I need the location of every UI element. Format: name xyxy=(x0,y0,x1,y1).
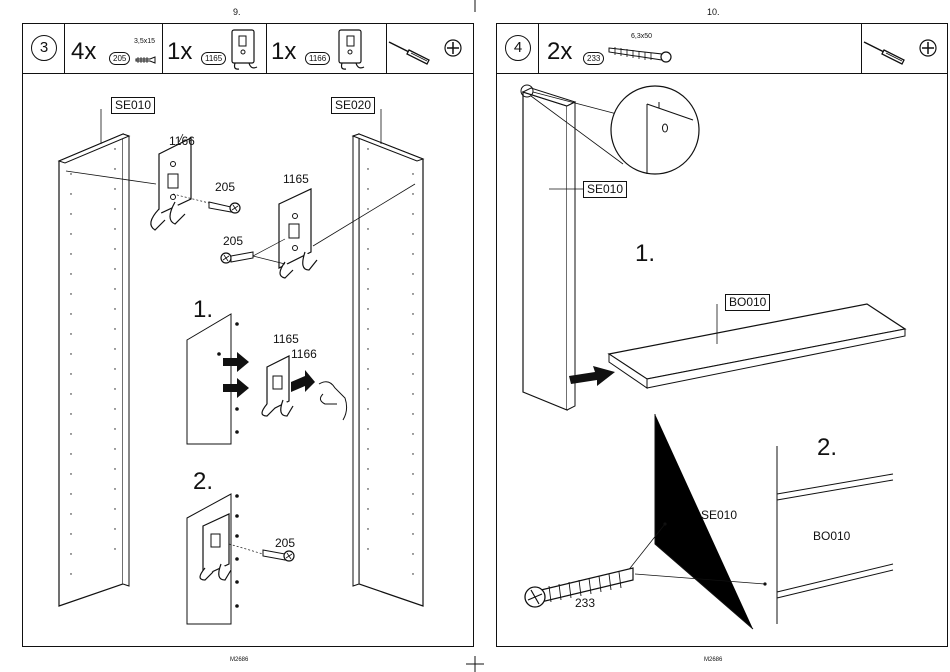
arrow-icon xyxy=(569,366,615,386)
step-4-panel: 4 2x 233 6,3x50 xyxy=(496,23,948,647)
panel-label-se020: SE020 xyxy=(331,97,375,114)
substep-1: 1. xyxy=(193,296,213,324)
callout-205-a: 205 xyxy=(215,180,235,194)
substep-2: 2. xyxy=(193,468,213,496)
callout-205-b: 205 xyxy=(223,234,243,248)
substep1-callout-1166: 1166 xyxy=(291,347,317,361)
callout-1165: 1165 xyxy=(283,172,309,186)
footer-code-left: M2686 xyxy=(230,657,248,663)
substep1-callout-1165: 1165 xyxy=(273,332,299,346)
footer-code-right: M2686 xyxy=(704,657,722,663)
detail-label-bo010: BO010 xyxy=(813,529,850,543)
step-4-drawing xyxy=(497,24,949,648)
substep-1: 1. xyxy=(635,240,655,268)
substep2-callout-205: 205 xyxy=(275,536,295,550)
shelf-label-bo010: BO010 xyxy=(725,294,770,311)
hand-icon xyxy=(319,382,347,420)
step-3-drawing xyxy=(23,24,475,648)
detail-label-se010: SE010 xyxy=(701,508,737,522)
panel-label-se010: SE010 xyxy=(111,97,155,114)
callout-1166: 1166 xyxy=(169,134,195,148)
substep-2: 2. xyxy=(817,434,837,462)
side-label-se010: SE010 xyxy=(583,181,627,198)
detail-label-233: 233 xyxy=(575,596,595,610)
step-3-panel: 3 4x 205 3,5x15 1x 1165 1x 1166 xyxy=(22,23,474,647)
